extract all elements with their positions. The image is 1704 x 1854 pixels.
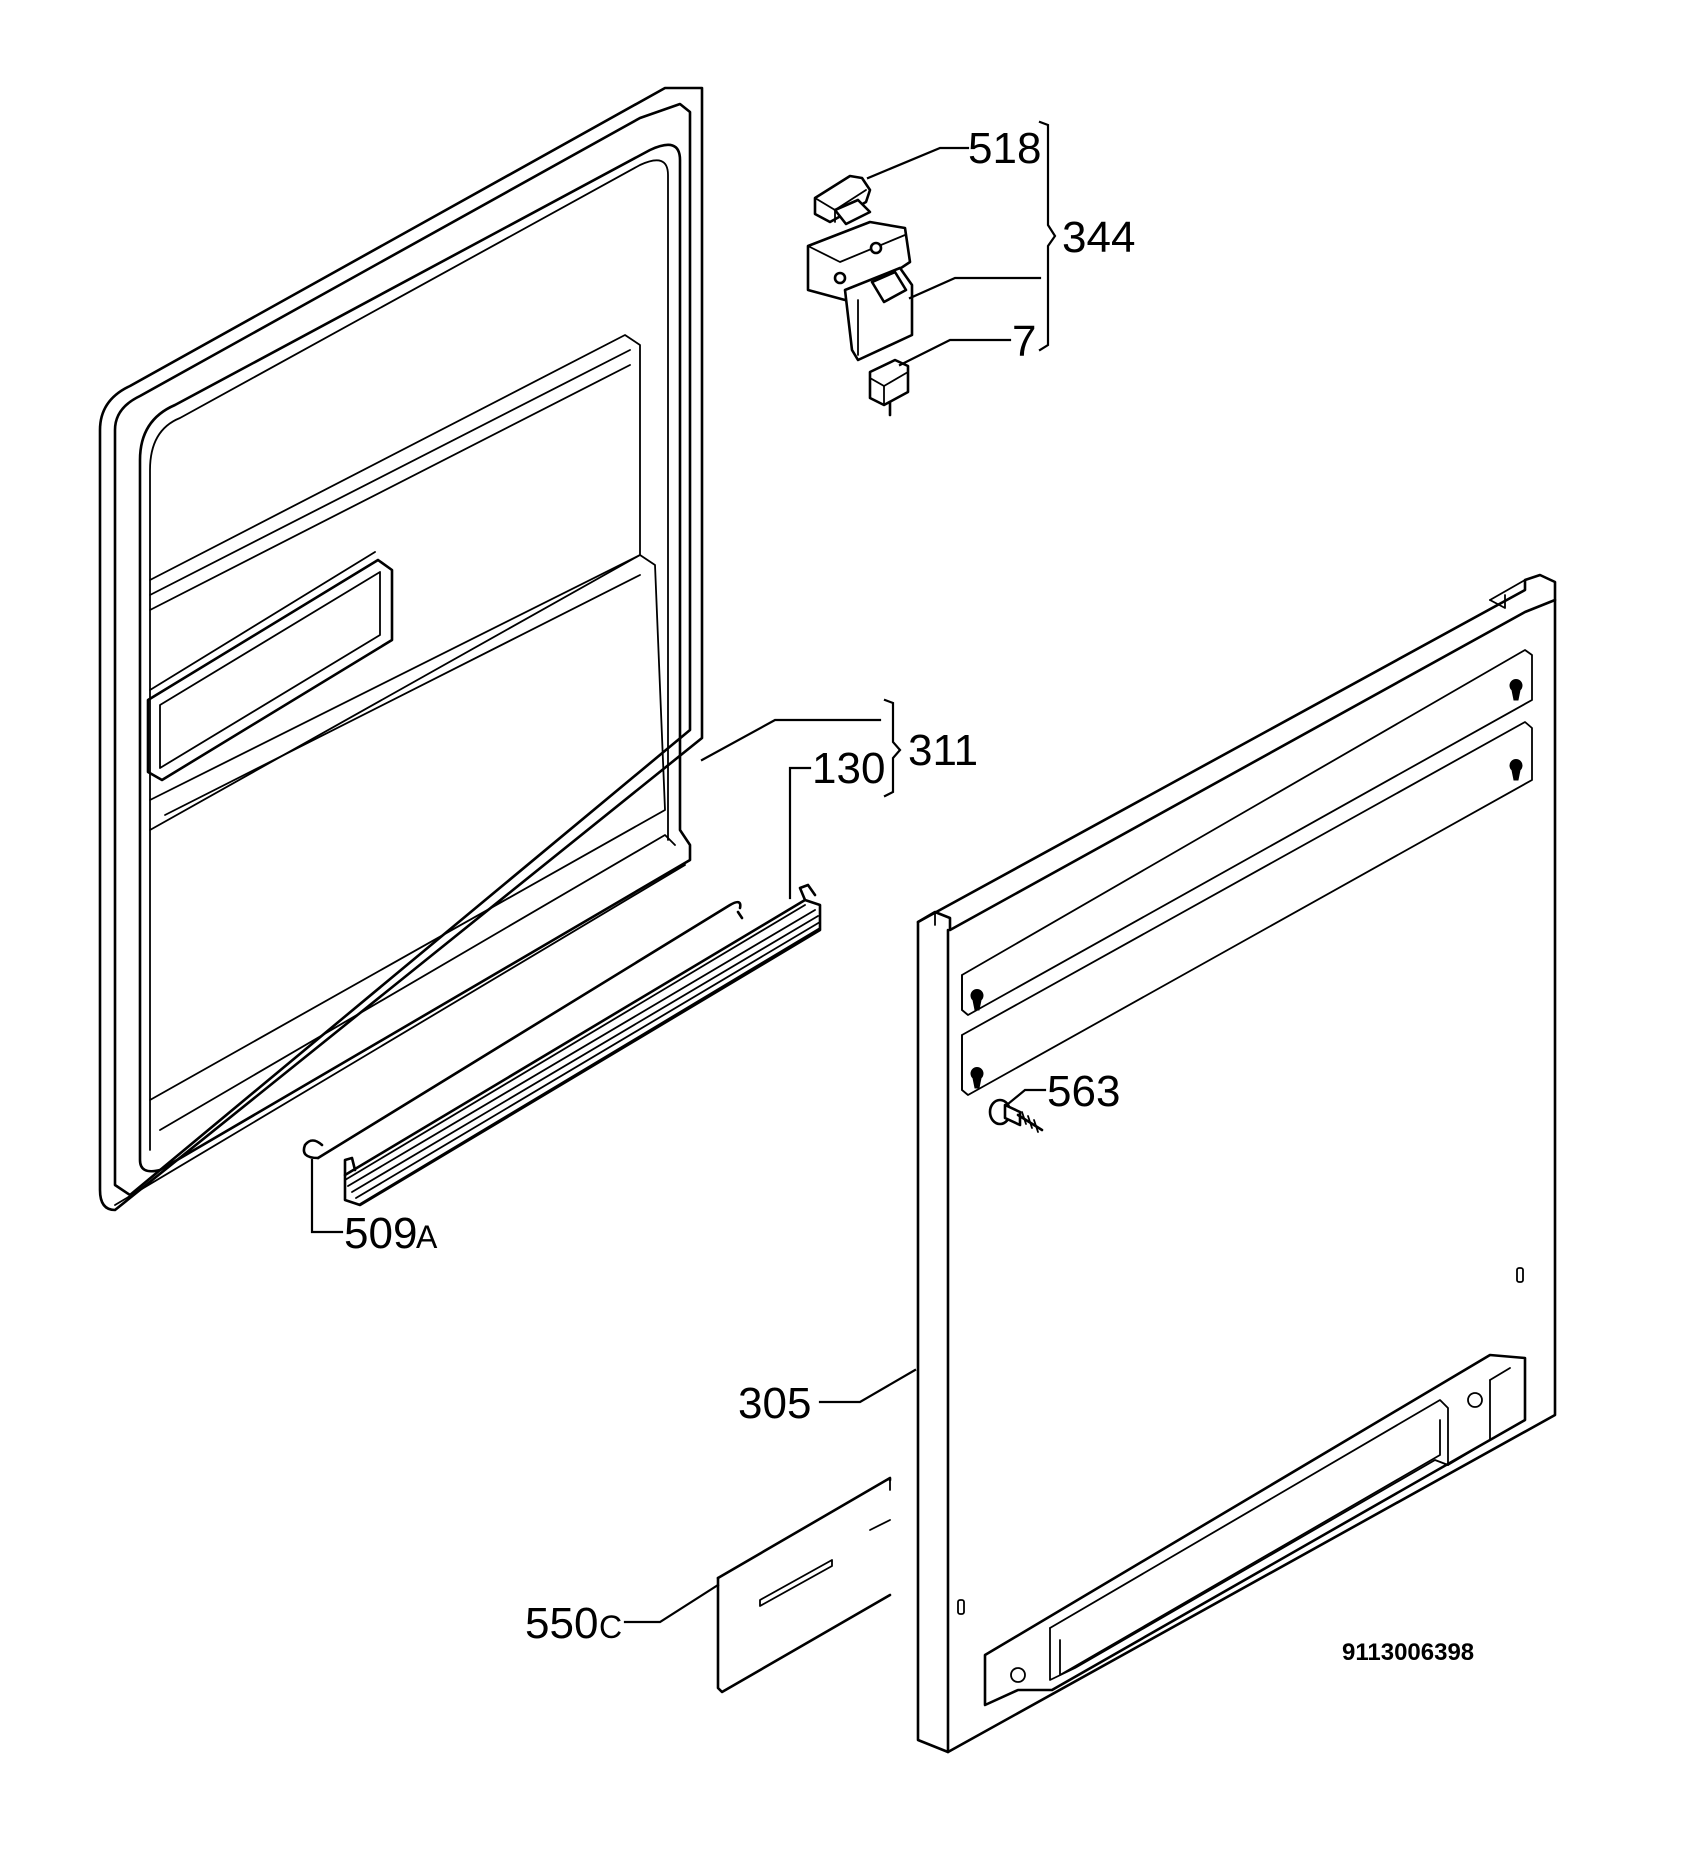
label-344: 344	[1062, 213, 1135, 262]
label-509: 509	[344, 1209, 417, 1258]
outer-door-panel-305	[916, 573, 1557, 1754]
inner-door-panel	[98, 86, 704, 1212]
label-305: 305	[738, 1379, 811, 1428]
label-550: 550	[525, 1599, 598, 1648]
label-518: 518	[968, 124, 1041, 173]
hinge-rod-509a	[302, 900, 744, 1160]
bottom-seal-strip	[343, 883, 822, 1207]
label-7: 7	[1012, 317, 1036, 366]
label-550-suffix: C	[599, 1609, 622, 1645]
screw-563	[988, 1098, 1044, 1133]
label-130: 130	[812, 744, 885, 793]
plate-550c	[716, 1476, 892, 1694]
part-labels: 518 344 7 311 130 509 A 563 305 550 C 91…	[344, 124, 1474, 1666]
drawing-number: 9113006398	[1342, 1639, 1474, 1666]
door-lock-assembly	[806, 174, 914, 417]
label-311: 311	[908, 726, 978, 775]
label-509-suffix: A	[416, 1219, 438, 1255]
label-563: 563	[1047, 1067, 1120, 1116]
leader-lines	[310, 120, 1057, 1624]
